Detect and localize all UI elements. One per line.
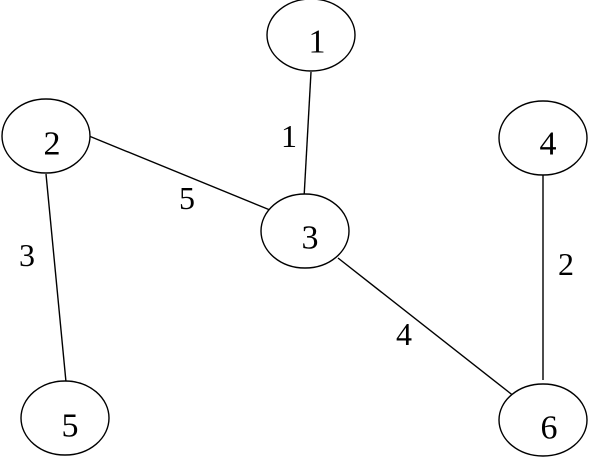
node-5: 5 <box>20 380 110 456</box>
node-3: 3 <box>260 193 350 269</box>
node-1-label: 1 <box>309 24 326 61</box>
edge-1-3 <box>303 71 312 199</box>
edge-3-6 <box>337 257 516 398</box>
node-6: 6 <box>498 383 588 457</box>
edge-weights: 1 5 3 4 2 <box>19 118 574 352</box>
node-6-label: 6 <box>541 410 558 447</box>
node-4: 4 <box>498 100 588 176</box>
edge-2-3 <box>88 135 271 211</box>
node-4-ellipse <box>498 100 588 176</box>
edge-weight-3-6: 4 <box>396 316 412 352</box>
node-1-ellipse <box>266 0 356 72</box>
node-5-ellipse <box>20 380 110 456</box>
node-4-label: 4 <box>540 126 557 163</box>
edge-weight-4-6: 2 <box>558 246 574 282</box>
node-2: 2 <box>1 98 91 174</box>
node-2-label: 2 <box>44 126 61 163</box>
edge-weight-2-3: 5 <box>179 180 195 216</box>
edge-weight-1-3: 1 <box>281 118 297 154</box>
node-6-ellipse <box>498 383 588 457</box>
edge-weight-2-5: 3 <box>19 237 35 273</box>
edges <box>45 71 544 398</box>
node-2-ellipse <box>1 98 91 174</box>
node-5-label: 5 <box>62 408 79 445</box>
node-1: 1 <box>266 0 356 72</box>
node-3-ellipse <box>260 193 350 269</box>
node-3-label: 3 <box>302 220 319 257</box>
edge-2-5 <box>45 173 67 383</box>
nodes: 1 2 3 4 5 6 <box>1 0 588 457</box>
